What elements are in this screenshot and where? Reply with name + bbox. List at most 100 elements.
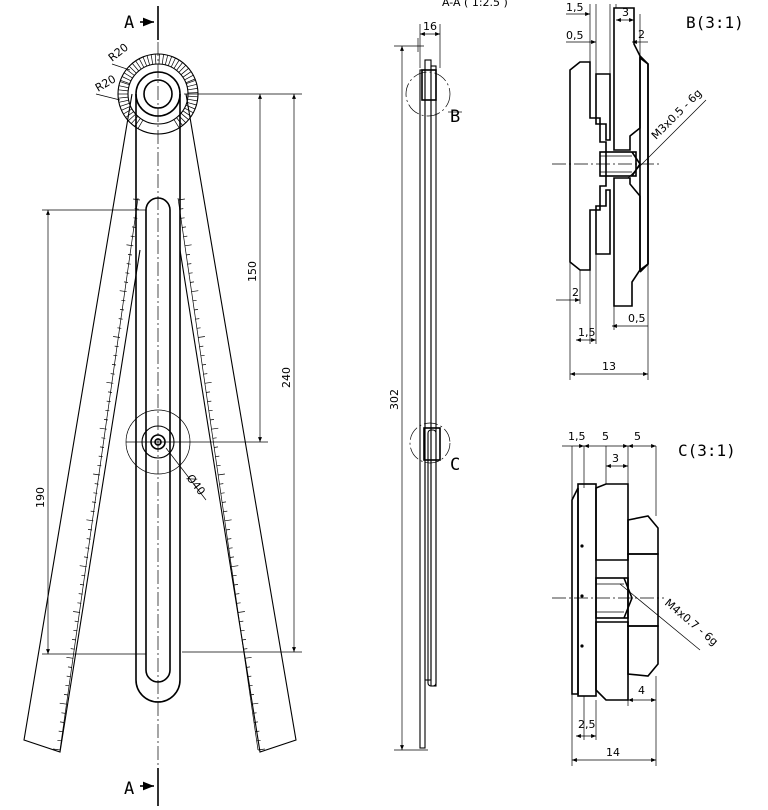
detail-b-dim-total: 13	[570, 360, 648, 376]
dim-302: 302	[388, 45, 428, 751]
main-view: A A	[23, 6, 302, 806]
detail-b-dim-bot-2: 2	[556, 286, 580, 302]
scale-tick	[186, 79, 196, 85]
scale-tick	[239, 620, 244, 623]
scale-tick	[223, 510, 228, 513]
scale-tick	[240, 629, 245, 632]
scale-tick	[65, 684, 70, 687]
scale-tick	[67, 666, 73, 668]
detail-c-dim-top-3-label: 3	[612, 452, 619, 465]
scale-tick	[74, 620, 79, 623]
scale-tick	[142, 56, 148, 67]
scale-tick	[150, 54, 154, 65]
detail-c-dim-top-1-5: 1,5	[562, 430, 586, 448]
right-leg	[177, 93, 297, 753]
scale-tick	[121, 299, 126, 302]
detail-c: C(3:1) 1,5 5	[552, 430, 736, 766]
detail-b-dim-bot-2-label: 2	[572, 286, 579, 299]
scale-tick	[105, 409, 110, 412]
scale-tick	[106, 381, 114, 384]
detail-c-dim-top-1-5-label: 1,5	[568, 430, 586, 443]
section-label-bottom: A	[124, 779, 134, 799]
scale-tick	[70, 648, 75, 650]
scale-tick	[119, 81, 130, 86]
detail-b-dim-total-label: 13	[602, 360, 616, 373]
scale-tick	[53, 748, 61, 751]
scale-tick	[188, 272, 193, 274]
scale-tick	[59, 721, 65, 723]
scale-tick	[59, 702, 67, 705]
scale-tick	[90, 510, 95, 513]
scale-tick	[208, 409, 213, 412]
scale-tick	[191, 290, 199, 293]
callout-b-label: B	[450, 107, 460, 127]
scale-tick	[184, 107, 194, 114]
scale-tick	[135, 60, 142, 70]
left-scale-ticks	[53, 198, 141, 751]
scale-tick	[119, 102, 130, 107]
scale-tick	[180, 113, 189, 120]
scale-tick	[243, 648, 248, 650]
detail-b-title: B(3:1)	[686, 13, 744, 32]
detail-c-dim-top-5b-label: 5	[634, 430, 641, 443]
scale-tick	[117, 327, 122, 329]
detail-b-thread-label: M3x0.5 - 6g	[649, 87, 704, 142]
section-label-top: A	[124, 13, 134, 33]
scale-tick	[182, 71, 192, 78]
scale-tick	[185, 254, 191, 256]
scale-tick	[167, 56, 173, 66]
scale-tick	[221, 501, 227, 503]
dim-240: 240	[182, 93, 302, 653]
scale-tick	[185, 104, 196, 110]
scale-tick	[181, 226, 187, 228]
detail-b-dim-top-1-5-label: 1,5	[566, 1, 584, 14]
detail-b: B(3:1) 1,5 0,5 3	[552, 1, 744, 380]
scale-tick	[173, 59, 180, 69]
scale-tick	[220, 492, 225, 494]
scale-tick	[94, 483, 99, 485]
scale-tick	[205, 391, 211, 393]
scale-tick	[111, 364, 117, 366]
scale-tick	[178, 64, 187, 73]
scale-tick	[125, 272, 130, 274]
detail-c-dim-bot-2-5: 2,5	[576, 718, 596, 738]
scale-tick	[146, 55, 151, 66]
scale-tick	[252, 712, 257, 714]
scale-tick	[79, 565, 87, 568]
scale-tick	[118, 89, 129, 92]
detail-b-dim-bot-1-5: 1,5	[576, 326, 596, 342]
scale-tick	[154, 54, 157, 65]
detail-b-dim-top-0-5-label: 0,5	[566, 29, 584, 42]
scale-tick	[195, 318, 200, 320]
scale-tick	[177, 198, 185, 201]
scale-tick	[123, 281, 129, 283]
detail-c-dim-top-5a-label: 5	[602, 430, 609, 443]
scale-tick	[189, 281, 195, 283]
detail-b-dim-bot-0-5: 0,5	[612, 312, 648, 328]
scale-tick	[77, 602, 82, 604]
scale-tick	[183, 235, 188, 238]
callout-c: C	[409, 422, 460, 475]
scale-tick	[229, 556, 235, 558]
scale-tick	[66, 675, 71, 678]
scale-tick	[185, 78, 196, 84]
dim-150-label: 150	[246, 261, 259, 282]
scale-tick	[113, 354, 118, 357]
scale-tick	[73, 629, 78, 632]
scale-tick	[132, 63, 139, 72]
detail-c-dim-total-label: 14	[606, 746, 620, 759]
scale-tick	[113, 336, 121, 338]
scale-tick	[58, 730, 63, 733]
scale-tick	[203, 373, 208, 375]
scale-tick	[209, 419, 215, 421]
scale-tick	[241, 639, 247, 641]
scale-tick	[187, 98, 198, 102]
callout-c-label: C	[450, 455, 460, 475]
scale-tick	[126, 263, 131, 265]
scale-tick	[63, 694, 69, 696]
detail-b-dim-top-2-label: 2	[638, 28, 645, 41]
scale-tick	[123, 108, 133, 115]
scale-tick	[85, 547, 90, 549]
detail-b-dim-top-3-label: 3	[622, 6, 629, 19]
scale-tick	[86, 519, 94, 522]
